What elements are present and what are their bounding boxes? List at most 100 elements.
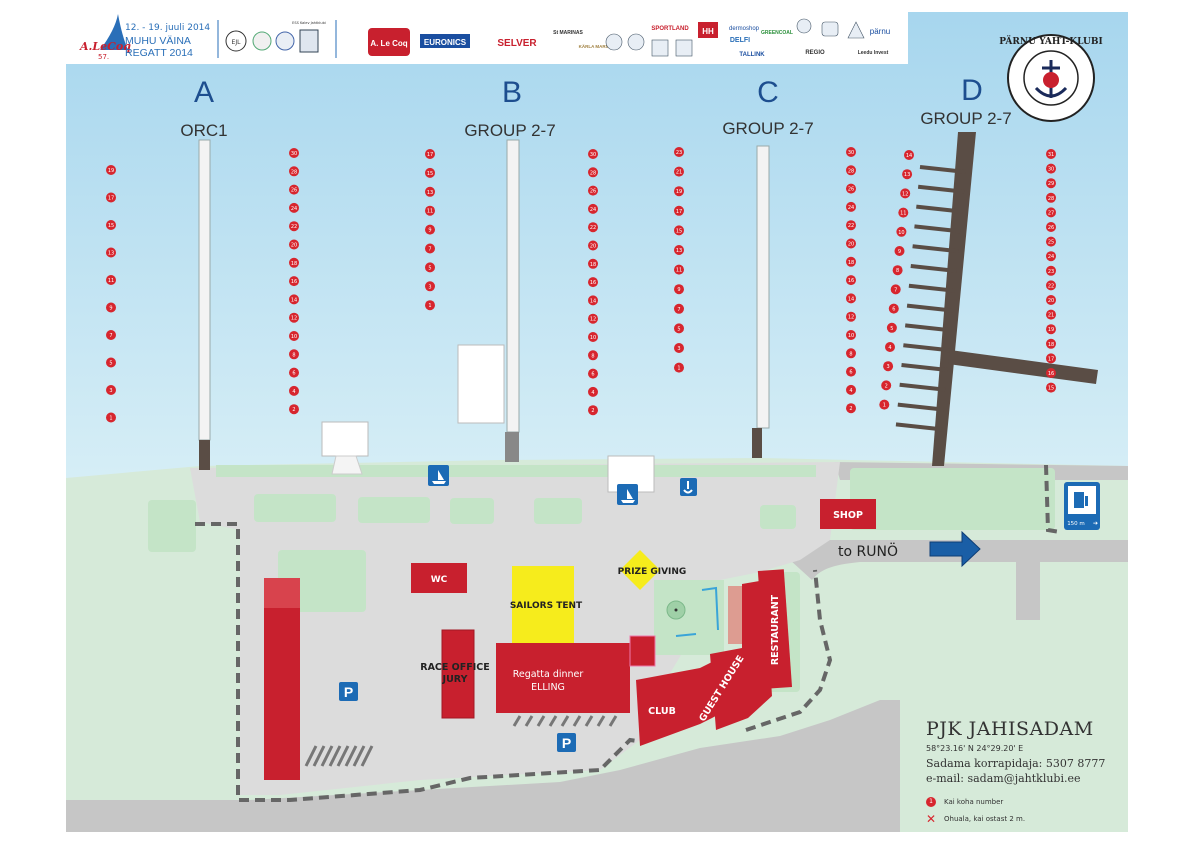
finger-dock [914,224,961,234]
svg-text:EJL: EJL [232,39,242,46]
berth-marker [890,284,901,295]
berth-marker [674,186,684,197]
berth-marker [106,165,116,175]
berth-marker [846,275,856,286]
sponsor-parnu: pärnu [870,27,890,36]
berth-number: 15 [1048,386,1054,392]
berth-marker [846,220,856,231]
legend-danger-label: Ohuala, kai ostast 2 m. [944,815,1026,823]
berth-marker [888,303,899,314]
club-label: CLUB [648,706,676,717]
sponsor-dermoshop: dermoshop [729,26,760,32]
berth-marker [588,368,598,379]
berth-number: 18 [590,262,596,268]
berth-number: 14 [291,297,297,303]
berth-number: 13 [108,251,114,257]
berth-marker [425,243,435,254]
berth-number: 17 [676,209,682,215]
berth-marker [588,240,598,251]
pier-d-fingers [895,165,967,432]
berth-number: 3 [428,284,431,290]
berth-number: 7 [677,307,680,313]
svg-text:ESS Kalev Jahtklubi: ESS Kalev Jahtklubi [292,21,326,25]
berth-marker [289,276,299,287]
berth-marker [106,302,116,313]
berth-number: 21 [676,170,682,176]
berth-marker [846,165,856,176]
long-building [264,578,300,780]
berth-number: 28 [590,170,596,176]
berth-marker [425,167,435,178]
parking-sign-south: P [557,733,576,752]
berth-number: 5 [677,326,680,332]
harbour-email[interactable]: e-mail: sadam@jahtklubi.ee [926,772,1081,785]
fence-boundary [195,522,646,802]
berth-number: 4 [888,345,891,351]
wc-building [411,563,467,593]
berth-marker [896,226,907,237]
berth-number: 8 [849,351,852,357]
berth-marker [106,412,116,423]
berth-number: 8 [292,352,295,358]
berth-number: 28 [848,168,854,174]
jury-label: JURY [442,674,468,685]
berth-marker [1046,265,1056,276]
berth-number: 16 [848,278,854,284]
berth-number: 16 [291,279,297,285]
berth-marker [674,303,684,314]
berth-marker [425,262,435,273]
pier-b-group: GROUP 2-7 [464,121,555,140]
berth-number: 15 [427,171,433,177]
berth-number: 19 [108,168,114,174]
finger-dock [904,323,952,333]
berth-number: 2 [885,383,888,389]
berth-marker [1046,251,1056,262]
sponsor-selver: SELVER [497,38,537,49]
berth-marker [674,264,684,275]
berth-marker [885,342,895,352]
finger-dock [901,363,948,372]
finger-dock [916,204,963,214]
berth-marker [904,150,914,160]
berth-number: 28 [1048,196,1054,202]
finger-dock [895,422,943,432]
boat-ramp-icon [617,484,638,505]
berth-number: 9 [677,287,680,293]
berth-number: 3 [887,364,890,370]
berth-marker [425,205,435,216]
berth-marker [846,201,856,212]
berth-marker [846,403,856,414]
berth-number: 6 [292,371,295,377]
berth-number: 8 [591,353,594,359]
berth-number: 16 [1048,371,1054,377]
berth-number: 8 [896,268,899,274]
berth-marker [846,384,856,395]
berth-marker [1046,222,1056,232]
berth-marker [846,330,856,340]
pier-a-letter: A [194,76,214,109]
berth-marker [425,149,435,159]
sponsor-hh: HH [702,27,714,36]
sponsor-leedu: Leedu Invest [858,50,889,56]
sponsor-crests [605,18,865,57]
berth-number: 17 [108,196,114,202]
finger-dock [908,283,956,293]
berth-number: 20 [291,243,297,249]
berth-marker [879,399,890,410]
berth-marker [588,386,598,397]
berth-number: 9 [428,228,431,234]
berth-marker [289,166,299,177]
berth-marker [588,332,598,342]
berth-number: 10 [590,335,596,341]
berth-number: 26 [590,189,596,195]
berth-marker [846,147,856,157]
berth-number: 7 [894,287,897,293]
berth-number: 12 [291,316,297,322]
berth-marker [106,385,116,395]
berth-marker [892,265,903,276]
berth-number: 13 [427,190,433,196]
finger-dock [919,165,967,174]
berth-number: 1 [109,416,112,422]
buildings [264,499,876,780]
